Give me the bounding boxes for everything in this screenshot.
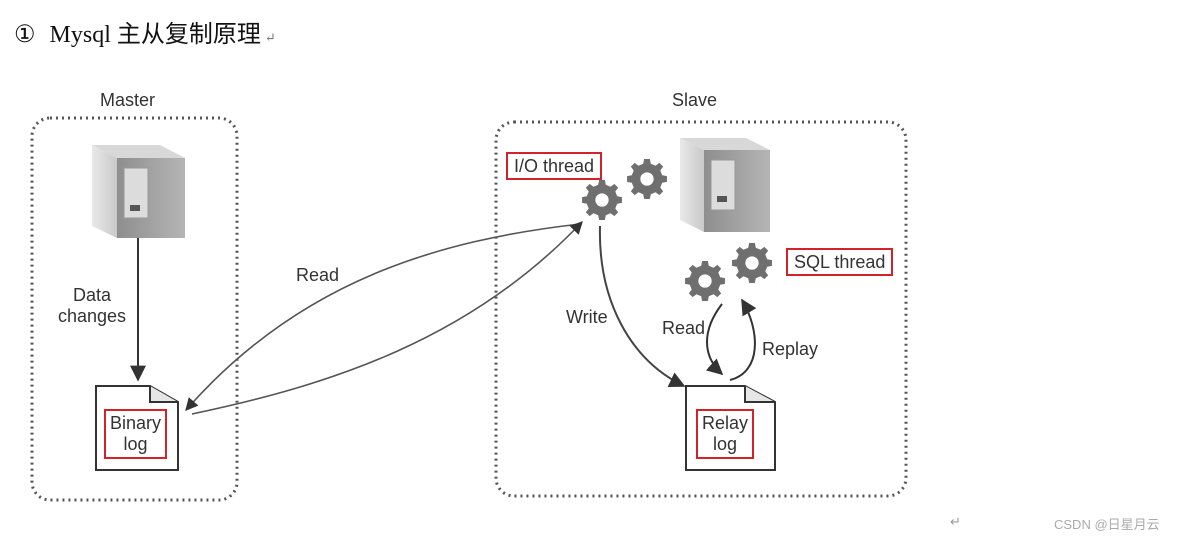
- sql-thread-label: SQL thread: [786, 248, 894, 276]
- data-changes-label: Data changes: [58, 285, 127, 326]
- read-request-arrow: [185, 223, 581, 411]
- slave-server-icon: [680, 138, 770, 232]
- sql-replay-arrow: [729, 298, 757, 381]
- io-thread-label: I/O thread: [506, 152, 603, 180]
- master-title: Master: [100, 90, 156, 110]
- master-server-icon: [92, 145, 185, 238]
- slave-title: Slave: [672, 90, 718, 110]
- heading-title: Mysql 主从复制原理: [49, 22, 261, 48]
- binary-log-document-icon: [95, 385, 179, 471]
- heading-number: ①: [14, 22, 36, 48]
- read-response-arrow: [191, 221, 583, 415]
- relay-log-label: Relay log: [696, 409, 755, 459]
- replay-label: Replay: [762, 339, 819, 359]
- heading-return-mark: ↵: [264, 30, 276, 45]
- read-label: Read: [296, 265, 340, 285]
- binary-log-label: Binary log: [104, 409, 168, 459]
- sql-read-label: Read: [662, 318, 706, 338]
- sql-read-arrow: [705, 303, 724, 376]
- section-heading: ① Mysql 主从复制原理↵: [14, 14, 276, 49]
- footer-return-mark: ↵: [950, 514, 961, 529]
- write-label: Write: [566, 307, 608, 327]
- csdn-watermark: CSDN @日星月云: [1054, 517, 1160, 532]
- write-arrow: [598, 225, 686, 387]
